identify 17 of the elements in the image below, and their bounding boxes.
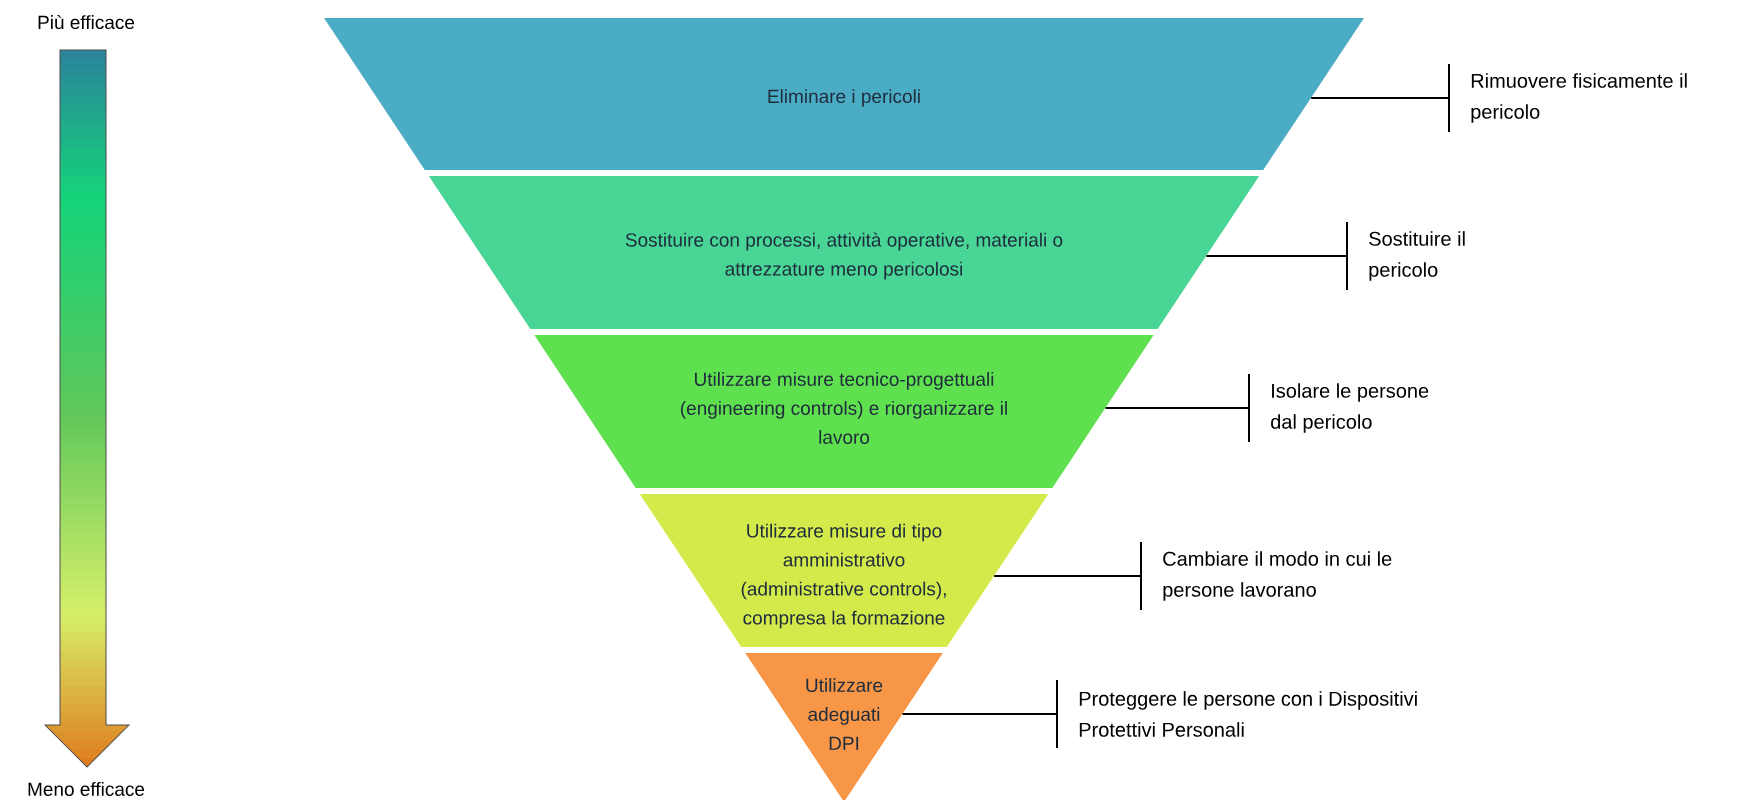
- bracket-connector: [1104, 407, 1250, 409]
- axis-label: Più efficace: [38, 14, 135, 30]
- bracket-connector: [993, 575, 1142, 577]
- pyramid-band: Eliminare i pericoli: [324, 18, 1364, 170]
- pyramid-band: Utilizzare misure tecnico-progettuali (engineering controls) e riorganizzare il lavoro: [534, 335, 1154, 488]
- description-text: Sostituire il pericolo: [1369, 231, 1465, 281]
- bracket-connector: [901, 713, 1058, 715]
- bracket-connector: [1205, 255, 1348, 257]
- description-text: Cambiare il modo in cui le persone lavorano: [1163, 551, 1392, 601]
- bracket-connector: [1310, 97, 1450, 99]
- axis-label: Meno efficace: [28, 782, 145, 796]
- description-text: Proteggere le persone con i Dispositivi Protettivi Personali: [1079, 691, 1417, 737]
- pyramid-band: Sostituire con processi, attività operative, materiali o attrezzature meno pericolosi: [428, 176, 1260, 329]
- pyramid-band: Utilizzare misure di tipo amministrativo (administrative controls), compresa la formazione: [639, 494, 1049, 647]
- description-text: Rimuovere fisicamente il pericolo: [1471, 73, 1687, 123]
- pyramid-band: Utilizzare adeguati DPI: [745, 653, 943, 800]
- description-text: Isolare le persone dal pericolo: [1271, 383, 1429, 433]
